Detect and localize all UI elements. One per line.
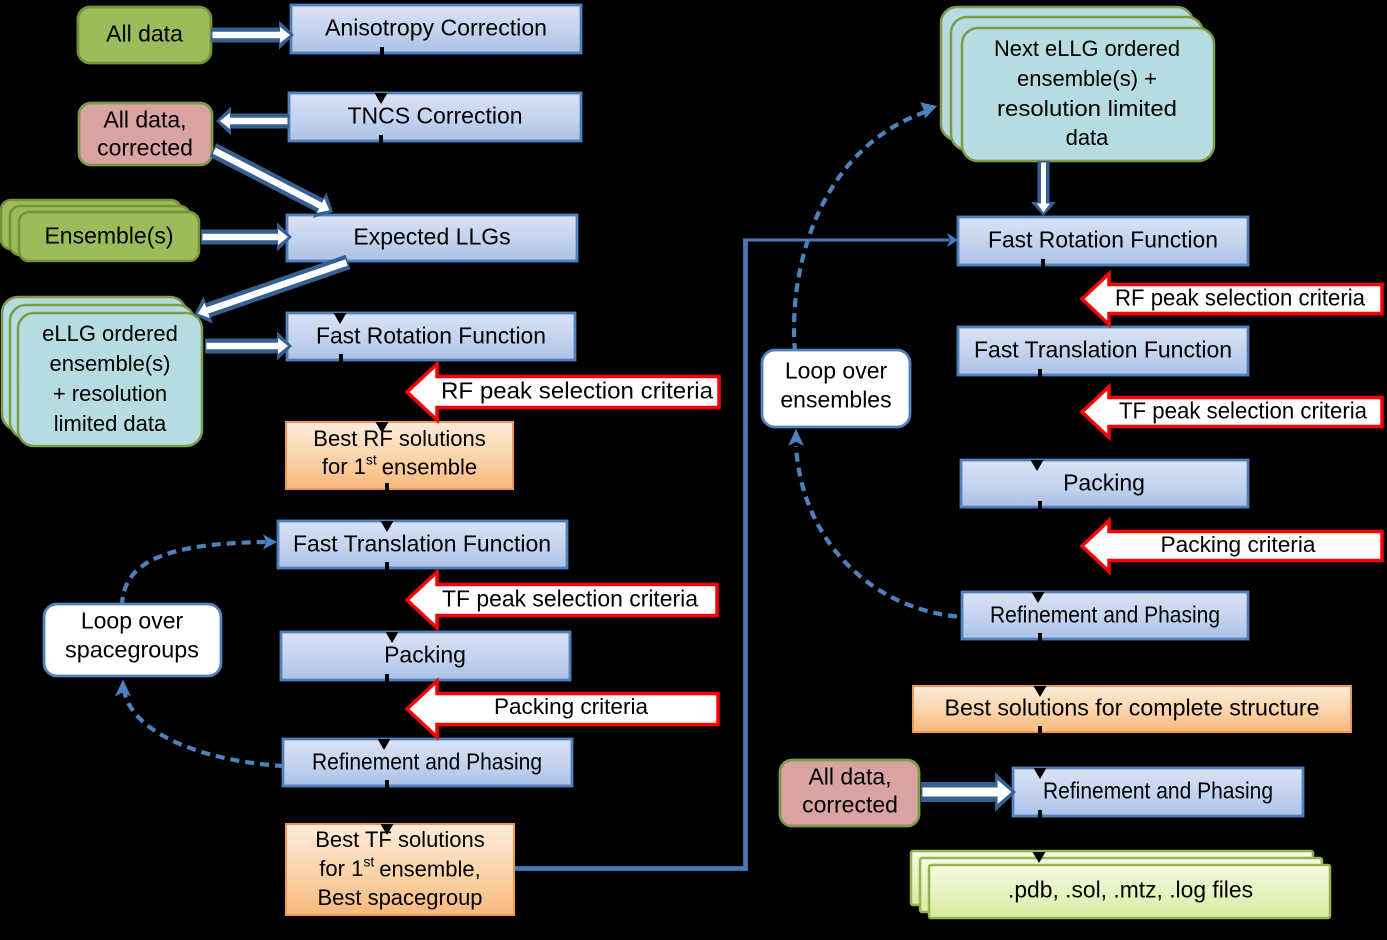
svg-text:Next eLLG ordered: Next eLLG ordered (994, 36, 1180, 61)
svg-text:data: data (1066, 125, 1110, 150)
svg-text:Best spacegroup: Best spacegroup (317, 885, 482, 910)
svg-text:Loop over: Loop over (785, 358, 888, 384)
svg-text:corrected: corrected (97, 135, 193, 161)
svg-text:Fast Translation Function: Fast Translation Function (293, 531, 551, 557)
svg-text:Refinement and Phasing: Refinement and Phasing (1043, 778, 1273, 804)
svg-text:corrected: corrected (802, 792, 898, 818)
svg-text:.pdb, .sol, .mtz, .log files: .pdb, .sol, .mtz, .log files (1008, 877, 1253, 903)
svg-text:RF peak selection criteria: RF peak selection criteria (1115, 285, 1365, 311)
svg-text:RF peak selection criteria: RF peak selection criteria (441, 378, 713, 404)
svg-text:eLLG ordered: eLLG ordered (42, 321, 178, 346)
svg-text:+ resolution: + resolution (53, 381, 167, 406)
svg-text:Fast Rotation Function: Fast Rotation Function (988, 227, 1218, 253)
svg-text:Packing criteria: Packing criteria (1161, 532, 1317, 557)
svg-text:All data,: All data, (103, 107, 186, 133)
svg-text:ensemble(s): ensemble(s) (49, 351, 170, 376)
svg-text:Ensemble(s): Ensemble(s) (44, 223, 173, 249)
svg-text:Expected LLGs: Expected LLGs (353, 224, 510, 250)
svg-text:Refinement and Phasing: Refinement and Phasing (312, 749, 542, 775)
svg-text:ensembles: ensembles (780, 387, 891, 413)
svg-text:Best solutions for complete st: Best solutions for complete structure (945, 695, 1320, 721)
svg-text:TF peak selection criteria: TF peak selection criteria (1119, 398, 1367, 424)
svg-text:Packing criteria: Packing criteria (494, 694, 649, 719)
svg-text:ensemble(s) +: ensemble(s) + (1017, 66, 1157, 91)
svg-text:Packing: Packing (1063, 470, 1145, 496)
svg-text:Loop over: Loop over (81, 608, 184, 634)
svg-text:TF peak selection criteria: TF peak selection criteria (442, 586, 698, 612)
svg-text:Best RF solutions: Best RF solutions (313, 426, 485, 451)
svg-text:limited data: limited data (54, 411, 167, 436)
svg-text:Fast Rotation Function: Fast Rotation Function (316, 323, 546, 349)
svg-text:Fast Translation Function: Fast Translation Function (974, 337, 1232, 363)
svg-text:All data: All data (106, 21, 183, 47)
svg-text:spacegroups: spacegroups (65, 637, 199, 663)
svg-text:Packing: Packing (384, 642, 466, 668)
svg-text:Best TF solutions: Best TF solutions (315, 827, 485, 852)
svg-text:Refinement and Phasing: Refinement and Phasing (990, 602, 1220, 628)
svg-text:resolution limited: resolution limited (997, 96, 1177, 121)
svg-text:All data,: All data, (808, 764, 891, 790)
svg-text:Anisotropy Correction: Anisotropy Correction (325, 15, 547, 41)
svg-text:TNCS Correction: TNCS Correction (347, 103, 522, 129)
